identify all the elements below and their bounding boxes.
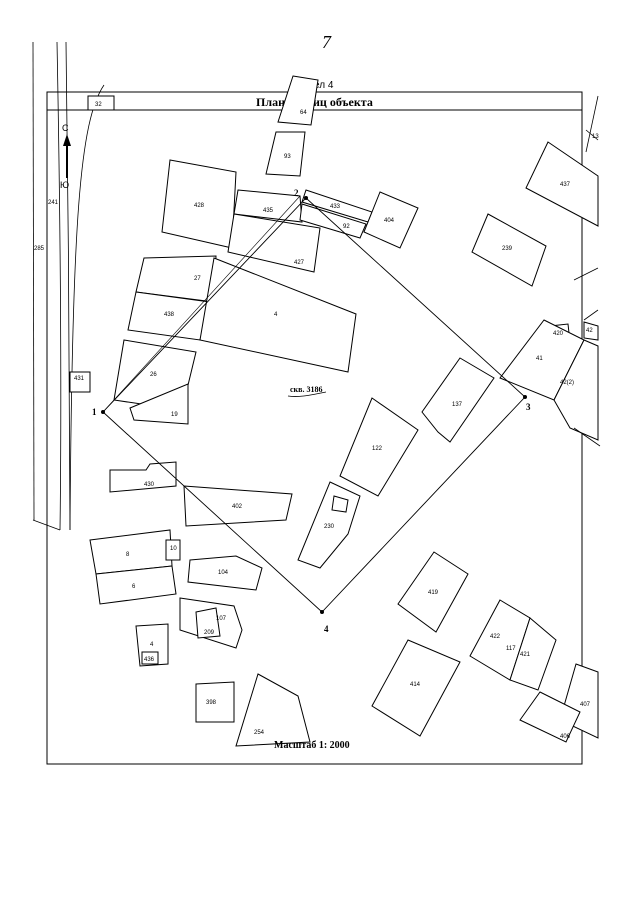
parcel-93 <box>265 131 306 177</box>
parcels-layer <box>69 75 601 747</box>
parcel-labels: 32 64 93 428 435 433 92 404 427 27 438 4… <box>34 102 599 740</box>
parcel-label: 430 <box>144 482 155 488</box>
parcel-label: 285 <box>34 246 45 252</box>
point-label-3: 3 <box>526 402 531 412</box>
parcel-230-inner <box>331 495 349 513</box>
parcel-137 <box>421 357 495 443</box>
parcel-436 <box>141 651 159 665</box>
point-label-1: 1 <box>92 407 97 417</box>
parcel-label: 209 <box>204 630 215 636</box>
parcel-label: 104 <box>218 570 229 576</box>
parcel-label: 4 <box>150 642 154 648</box>
parcel-label: 436 <box>144 657 155 663</box>
parcel-42 <box>583 321 599 341</box>
parcel-4 <box>199 257 357 373</box>
parcel-label: 431 <box>74 376 85 382</box>
parcel-label: 10 <box>170 546 177 552</box>
parcel-label: 239 <box>502 246 513 252</box>
parcel-32 <box>87 95 115 111</box>
parcel-414 <box>371 639 461 737</box>
parcel-209 <box>195 607 221 639</box>
parcel-label: 437 <box>560 182 571 188</box>
parcel-label: 404 <box>384 218 395 224</box>
parcel-label: 117 <box>506 646 516 652</box>
parcel-label: 26 <box>150 372 157 378</box>
parcel-label: 428 <box>194 203 205 209</box>
parcel-label: 107 <box>216 616 227 622</box>
parcel-label: 407 <box>580 702 591 708</box>
object-boundary: 1 2 3 4 <box>92 188 531 634</box>
boundary-point-2 <box>304 196 308 200</box>
compass-north: С <box>62 123 69 133</box>
parcel-19 <box>129 383 189 425</box>
parcel-label: 42(2) <box>560 380 574 386</box>
parcel-398 <box>195 681 235 723</box>
parcel-label: 32 <box>95 102 102 108</box>
scale-label: Масштаб 1: 2000 <box>274 740 350 751</box>
parcel-404 <box>363 191 419 249</box>
parcel-427 <box>227 213 321 273</box>
parcel-label: 42 <box>586 328 593 334</box>
parcel-64 <box>277 75 319 126</box>
well-marker: скв. 3186 <box>287 385 327 397</box>
parcel-406 <box>519 691 581 743</box>
parcel-label: 254 <box>254 730 265 736</box>
parcel-label: 92 <box>343 224 350 230</box>
parcel-label: 421 <box>520 652 531 658</box>
road-lines <box>32 41 105 531</box>
parcel-label: 398 <box>206 700 217 706</box>
parcel-label: 64 <box>300 110 307 116</box>
parcel-label: 19 <box>171 412 178 418</box>
parcel-label: 241 <box>48 200 59 206</box>
parcel-label: 427 <box>294 260 305 266</box>
boundary-point-3 <box>523 395 527 399</box>
parcel-431 <box>69 371 91 393</box>
parcel-430 <box>109 461 177 493</box>
point-label-4: 4 <box>324 624 329 634</box>
parcel-label: 406 <box>560 734 571 740</box>
parcel-label: 420 <box>553 331 564 337</box>
parcel-label: 8 <box>126 552 130 558</box>
parcel-label: 419 <box>428 590 439 596</box>
boundary-point-4 <box>320 610 324 614</box>
parcel-label: 230 <box>324 524 335 530</box>
parcel-label: 4 <box>274 312 278 318</box>
parcel-402 <box>183 485 293 527</box>
parcel-435 <box>233 189 303 223</box>
parcel-label: 93 <box>284 154 291 160</box>
parcel-label: 438 <box>164 312 175 318</box>
compass-rose: С Ю <box>60 123 71 190</box>
boundary-point-1 <box>101 410 105 414</box>
parcel-104 <box>187 555 263 591</box>
parcel-42-2 <box>553 339 599 441</box>
parcel-label: 122 <box>372 446 383 452</box>
parcel-254 <box>235 673 311 747</box>
parcel-label: 435 <box>263 208 274 214</box>
parcel-label: 414 <box>410 682 421 688</box>
page-number: 7 <box>322 32 332 52</box>
parcel-label: 13 <box>592 134 599 140</box>
parcel-label: 137 <box>452 402 463 408</box>
parcel-419 <box>397 551 469 633</box>
parcel-239 <box>471 213 547 287</box>
parcel-122 <box>339 397 419 497</box>
parcel-6 <box>95 565 177 605</box>
parcel-label: 6 <box>132 584 136 590</box>
parcel-label: 433 <box>330 204 341 210</box>
parcel-10 <box>165 539 181 561</box>
parcel-label: 27 <box>194 276 201 282</box>
parcel-label: 402 <box>232 504 243 510</box>
parcel-421 <box>509 617 557 691</box>
well-label: скв. 3186 <box>290 385 322 394</box>
parcel-92 <box>299 203 367 239</box>
parcel-label: 422 <box>490 634 501 640</box>
parcel-label: 41 <box>536 356 543 362</box>
parcel-437 <box>525 141 599 227</box>
compass-south: Ю <box>60 180 69 190</box>
point-label-2: 2 <box>294 188 299 198</box>
